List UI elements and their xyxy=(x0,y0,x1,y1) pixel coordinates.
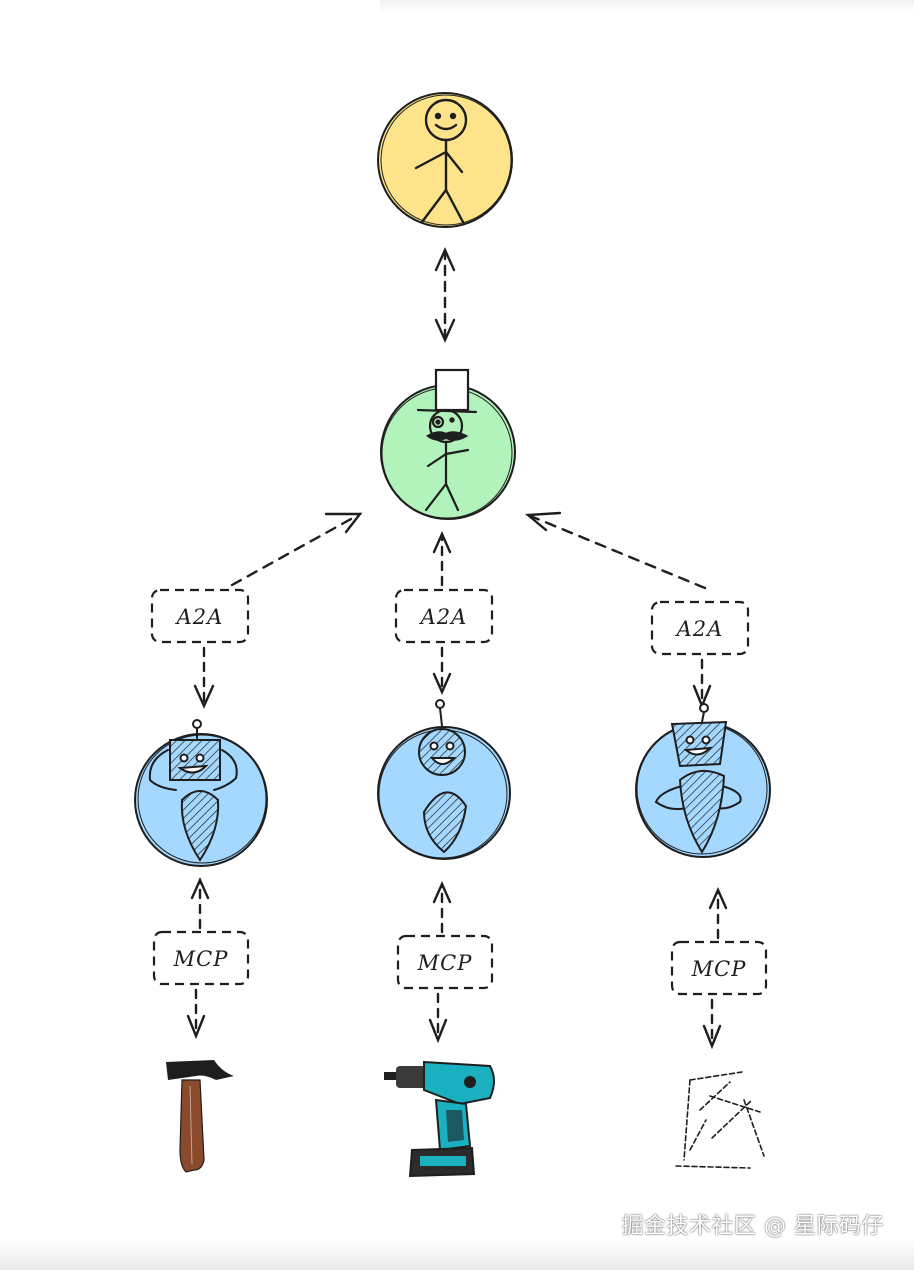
nails-icon xyxy=(675,1071,765,1169)
robot-agent-icon xyxy=(148,719,238,862)
user-orchestrator-arrow xyxy=(434,247,456,343)
agent-node-right xyxy=(635,703,771,858)
a2a-box-center: A2A xyxy=(394,588,494,644)
mcp-box-center: MCP xyxy=(396,934,494,990)
drill-icon xyxy=(384,1060,495,1178)
top-fade xyxy=(380,0,914,14)
orchestrator-node xyxy=(380,368,516,520)
mcp-label-left: MCP xyxy=(173,947,229,971)
stick-figure-user-icon xyxy=(414,98,468,226)
hammer-icon xyxy=(166,1060,234,1173)
top-hat-orchestrator-icon xyxy=(416,368,478,512)
mcp-box-left: MCP xyxy=(152,930,250,986)
a2a-box-right: A2A xyxy=(650,600,750,656)
mcp-label-center: MCP xyxy=(417,951,473,975)
a2a-arrows-down xyxy=(193,646,712,710)
a2a-label-left: A2A xyxy=(175,605,224,629)
a2a-label-center: A2A xyxy=(419,605,468,629)
watermark: 掘金技术社区 @ 星际码仔 xyxy=(621,1214,884,1239)
mcp-label-right: MCP xyxy=(691,957,747,981)
robot-agent-icon xyxy=(418,699,468,854)
bottom-fade xyxy=(0,1240,914,1270)
mcp-arrows-up xyxy=(190,877,728,940)
agent-node-left xyxy=(134,719,268,867)
a2a-label-right: A2A xyxy=(675,617,724,641)
robot-agent-icon xyxy=(654,703,742,854)
mcp-box-right: MCP xyxy=(670,940,768,996)
a2a-arrows-up xyxy=(230,511,707,590)
agent-node-center xyxy=(377,699,511,860)
a2a-box-left: A2A xyxy=(150,588,250,644)
user-node xyxy=(377,92,513,228)
mcp-arrows-down xyxy=(186,988,722,1050)
